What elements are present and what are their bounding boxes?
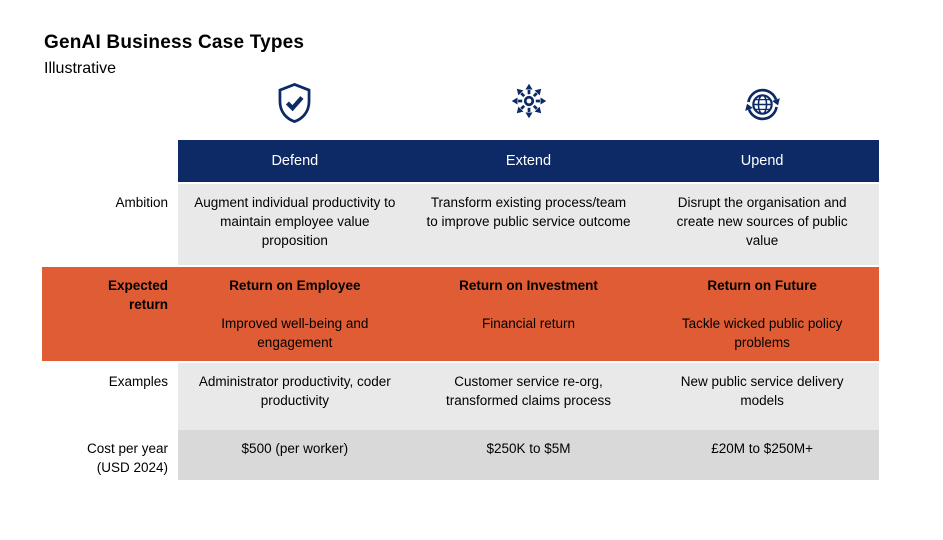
ambition-cells: Augment individual productivity to maint… xyxy=(178,184,879,265)
return-title: Return on Future xyxy=(707,278,817,293)
table-row-examples: Examples Administrator productivity, cod… xyxy=(42,363,879,430)
header-row-label-spacer xyxy=(42,140,178,182)
examples-cell-upend: New public service delivery models xyxy=(680,374,844,408)
return-description: Improved well-being and engagement xyxy=(221,316,369,350)
upend-icon-cell xyxy=(645,78,879,124)
defend-icon-cell xyxy=(178,78,412,124)
ambition-cell-upend: Disrupt the organisation and create new … xyxy=(676,195,848,248)
return-title: Return on Investment xyxy=(459,278,598,293)
globe-refresh-icon xyxy=(744,88,780,121)
examples-cells: Administrator productivity, coder produc… xyxy=(178,363,879,430)
cost-cell-extend: $250K to $5M xyxy=(486,441,571,456)
cost-cell-upend: £20M to $250M+ xyxy=(711,441,813,456)
ambition-cell-extend: Transform existing process/team to impro… xyxy=(426,195,631,229)
row-label-examples: Examples xyxy=(108,374,168,389)
extend-icon-cell xyxy=(412,78,646,124)
expected-return-cell-upend: Return on Future Tackle wicked public po… xyxy=(645,267,879,361)
expected-return-cell-defend: Return on Employee Improved well-being a… xyxy=(178,267,412,361)
row-label-cost-per-year: Cost per year (USD 2024) xyxy=(86,441,168,475)
page-subtitle: Illustrative xyxy=(44,60,117,77)
column-icons-row xyxy=(178,78,879,124)
column-header-extend: Extend xyxy=(505,152,552,169)
return-description: Financial return xyxy=(481,316,575,331)
examples-cell-extend: Customer service re-org, transformed cla… xyxy=(445,374,612,408)
row-label-expected-return: Expected return xyxy=(107,278,168,312)
examples-cell-defend: Administrator productivity, coder produc… xyxy=(198,374,391,408)
page-title: GenAI Business Case Types xyxy=(44,32,305,53)
table-row-expected-return: Expected return Return on Employee Impro… xyxy=(42,267,879,361)
column-header-defend: Defend xyxy=(271,152,319,169)
shield-check-icon xyxy=(278,82,311,124)
cost-per-year-cells: $500 (per worker) $250K to $5M £20M to $… xyxy=(178,430,879,480)
return-description: Tackle wicked public policy problems xyxy=(681,316,843,350)
table-row-cost-per-year: Cost per year (USD 2024) $500 (per worke… xyxy=(42,430,879,480)
ambition-cell-defend: Augment individual productivity to maint… xyxy=(194,195,396,248)
table-row-ambition: Ambition Augment individual productivity… xyxy=(42,184,879,265)
business-case-table: Defend Extend Upend Ambition Augment ind… xyxy=(42,140,879,480)
row-label-ambition: Ambition xyxy=(115,195,168,210)
table-header-row: Defend Extend Upend xyxy=(42,140,879,182)
header-cells: Defend Extend Upend xyxy=(178,140,879,182)
expected-return-cells: Return on Employee Improved well-being a… xyxy=(178,267,879,361)
expected-return-cell-extend: Return on Investment Financial return xyxy=(412,267,646,361)
return-title: Return on Employee xyxy=(229,278,361,293)
expand-arrows-icon xyxy=(511,83,546,119)
cost-cell-defend: $500 (per worker) xyxy=(241,441,349,456)
column-header-upend: Upend xyxy=(740,152,784,169)
